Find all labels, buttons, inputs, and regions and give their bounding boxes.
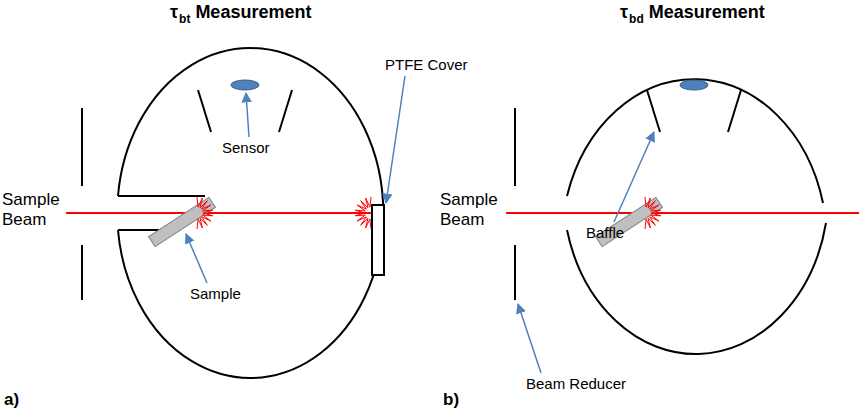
title-subscript: bt (179, 13, 190, 27)
part-label: Sample (190, 285, 241, 302)
leader-line (518, 304, 541, 373)
scatter-burst (645, 197, 661, 229)
ptfe-cover (372, 205, 384, 275)
title-symbol: τ (170, 2, 178, 23)
beam-label: Sample Beam (440, 190, 500, 229)
scatter-burst (197, 197, 213, 229)
title-symbol: τ (620, 2, 628, 23)
baffle (728, 90, 741, 132)
sensor (231, 80, 259, 90)
baffle (647, 90, 660, 132)
sample-beam (66, 212, 372, 214)
sample-beam (506, 212, 859, 214)
leader-line (246, 93, 249, 137)
baffle (198, 90, 211, 132)
leader-line (186, 234, 207, 283)
part-label: Beam Reducer (526, 375, 626, 392)
scatter-burst (355, 197, 371, 229)
beam-label: Sample Beam (2, 190, 62, 229)
panel-label: a) (4, 390, 19, 410)
leader-line (386, 76, 405, 203)
beam-reducer (81, 108, 83, 186)
panel-label: b) (443, 390, 459, 410)
title-text: Measurement (195, 2, 311, 23)
title-text: Measurement (649, 2, 765, 23)
beam-reducer (514, 245, 516, 300)
sensor (680, 80, 708, 90)
title-subscript: bd (629, 13, 644, 27)
sphere-wall (567, 79, 823, 203)
baffle (279, 90, 292, 132)
part-label: Sensor (222, 139, 270, 156)
part-label: PTFE Cover (385, 56, 468, 73)
beam-reducer (514, 108, 516, 186)
port-wall (118, 195, 205, 197)
beam-reducer (81, 245, 83, 300)
part-label: Baffle (586, 224, 624, 241)
sample (149, 197, 216, 246)
